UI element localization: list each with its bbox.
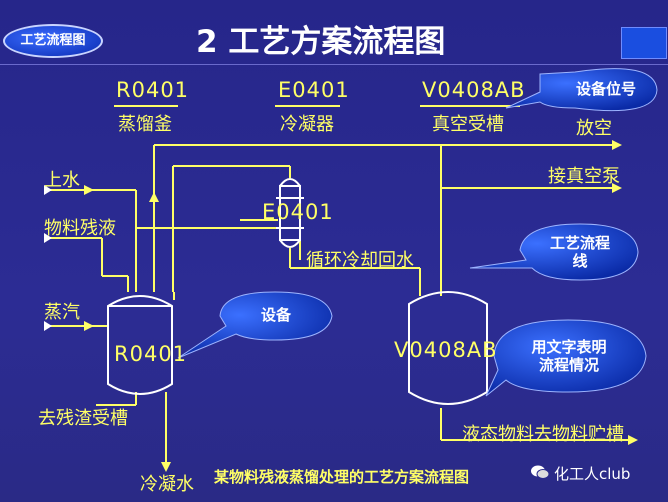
receiver-tag: V0408AB xyxy=(422,78,526,102)
stream-feed: 物料残液 xyxy=(44,218,116,239)
condenser-tag: E0401 xyxy=(278,78,350,102)
flow-arrows xyxy=(84,140,638,472)
reactor-vessel xyxy=(107,295,173,395)
stream-condensate: 冷凝水 xyxy=(140,474,194,495)
reactor-name: 蒸馏釜 xyxy=(118,114,172,135)
stream-residue: 去残渣受槽 xyxy=(38,408,128,429)
condenser-label: E0401 xyxy=(262,200,334,224)
section-badge: 工艺流程图 xyxy=(3,24,103,58)
receiver-label: V0408AB xyxy=(394,338,498,362)
callout-line: 工艺流程 线 xyxy=(549,234,610,270)
corner-square-decoration xyxy=(621,27,667,59)
watermark-text: 化工人club xyxy=(554,465,631,483)
stream-cooling-return: 循环冷却回水 xyxy=(306,250,414,271)
slide-title: 2 工艺方案流程图 xyxy=(196,24,446,60)
stream-vacuum-pump: 接真空泵 xyxy=(548,166,620,187)
condenser-name: 冷凝器 xyxy=(280,114,334,135)
header-divider xyxy=(0,64,668,65)
stream-water-in: 上水 xyxy=(44,170,80,191)
stream-vent: 放空 xyxy=(576,118,612,139)
wechat-icon xyxy=(530,464,550,484)
callout-bubbles xyxy=(177,68,658,397)
callout-text: 用文字表明 流程情况 xyxy=(531,338,607,374)
callout-equipment: 设备 xyxy=(260,306,291,324)
stream-steam: 蒸汽 xyxy=(44,302,80,323)
stream-product: 液态物料去物料贮槽 xyxy=(462,424,624,445)
watermark: 化工人club xyxy=(530,463,630,484)
process-lines xyxy=(44,144,628,462)
receiver-vessel xyxy=(408,291,488,405)
reactor-tag: R0401 xyxy=(116,78,190,102)
figure-caption: 某物料残液蒸馏处理的工艺方案流程图 xyxy=(214,468,470,486)
entry-arrows xyxy=(44,185,52,331)
reactor-label: R0401 xyxy=(114,342,188,366)
condenser-vessel xyxy=(276,178,304,248)
callout-position: 设备位号 xyxy=(575,80,636,98)
receiver-name: 真空受槽 xyxy=(432,114,504,135)
